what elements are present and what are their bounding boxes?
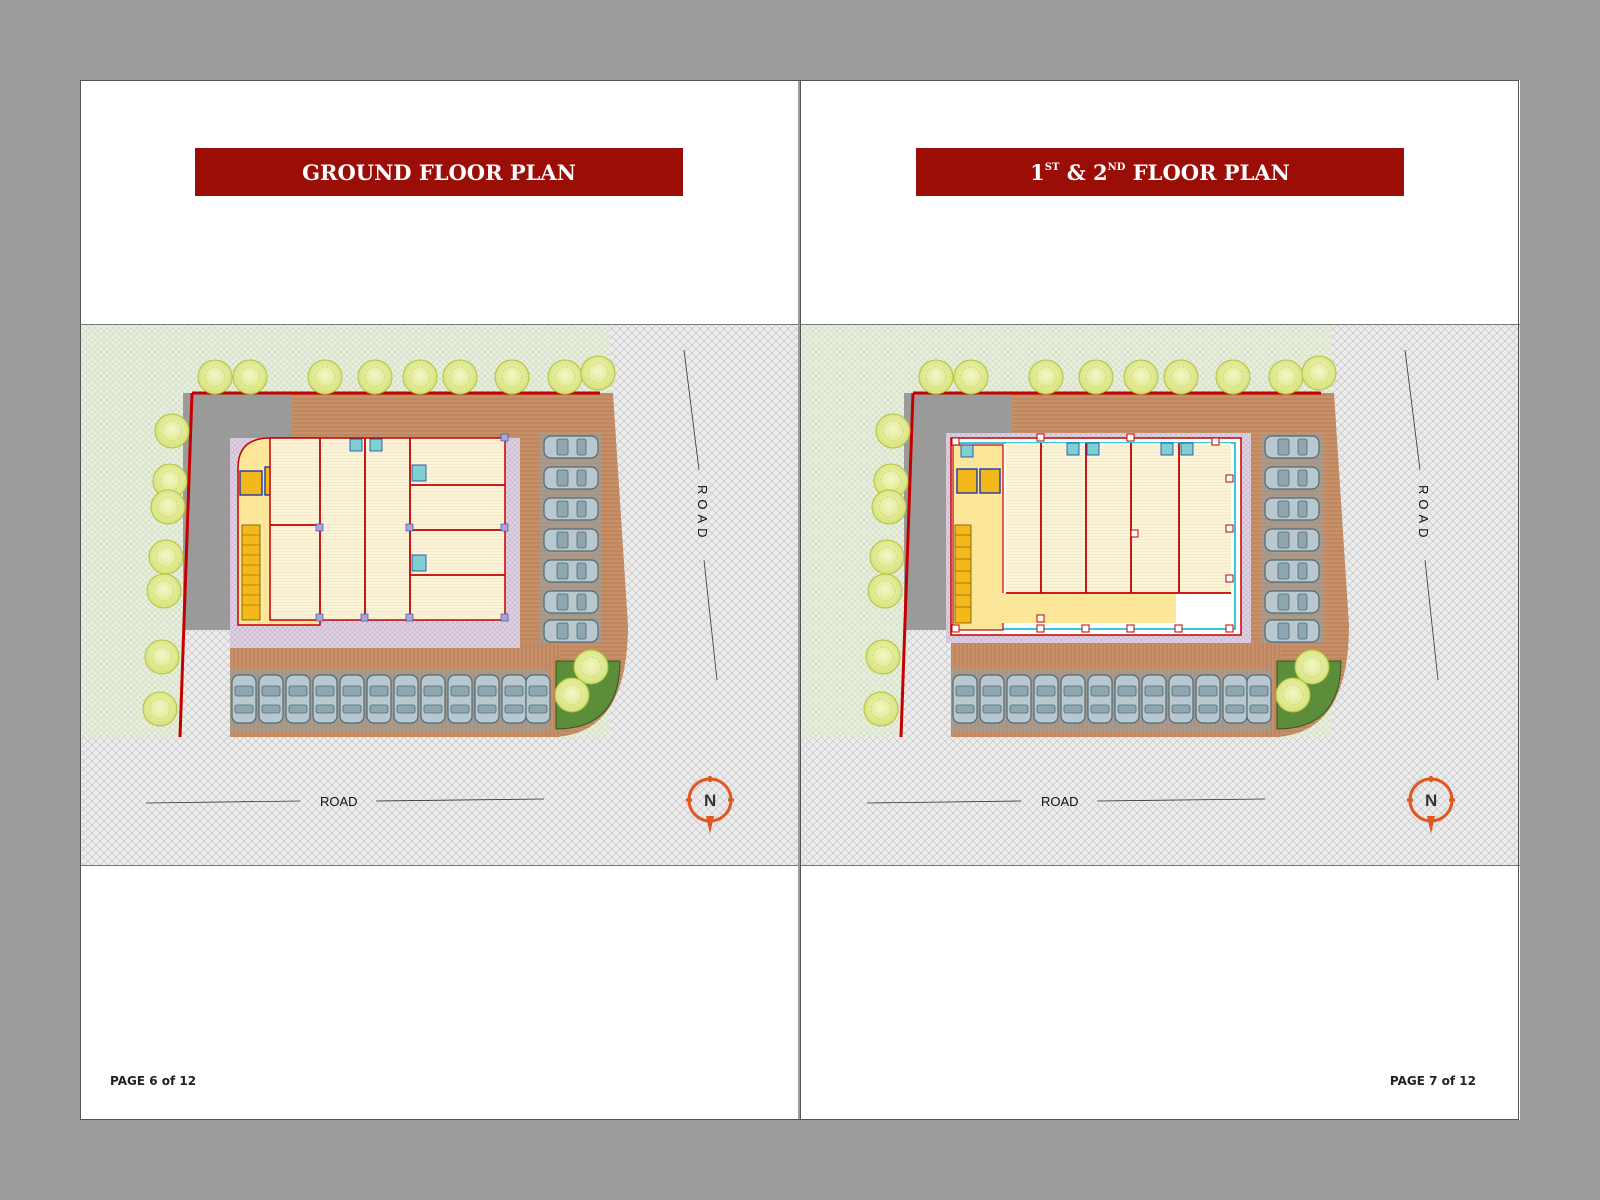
page-title: GROUND FLOOR PLAN	[195, 148, 683, 196]
compass-north-icon: N	[1405, 774, 1457, 836]
page-left: GROUND FLOOR PLAN	[80, 80, 798, 1120]
car-icon	[230, 669, 551, 731]
svg-text:N: N	[1425, 791, 1437, 810]
upper-floor-plan-drawing: ROAD ROAD N	[801, 325, 1520, 865]
compass-north-icon: N	[684, 774, 736, 836]
site-plan-upper: ROAD ROAD N	[801, 324, 1520, 866]
ground-floor-plan-drawing: ROAD ROAD N	[80, 325, 798, 865]
car-icon	[951, 669, 1272, 731]
car-icon	[540, 433, 602, 643]
title-text: GROUND FLOOR PLAN	[302, 159, 576, 185]
page-title: 1ST & 2ND FLOOR PLAN	[916, 148, 1404, 196]
page-number: PAGE 6 of 12	[110, 1074, 197, 1088]
car-icon	[1261, 433, 1323, 643]
site-plan-ground: ROAD ROAD N	[80, 324, 798, 866]
page-right: 1ST & 2ND FLOOR PLAN	[800, 80, 1520, 1120]
road-label-right: ROAD	[1416, 485, 1431, 543]
road-label-bottom: ROAD	[320, 794, 358, 809]
page-number: PAGE 7 of 12	[1389, 1074, 1476, 1088]
road-label-right: ROAD	[695, 485, 710, 543]
road-label-bottom: ROAD	[1041, 794, 1079, 809]
svg-text:N: N	[704, 791, 716, 810]
title-text: 1ST & 2ND FLOOR PLAN	[1030, 159, 1290, 185]
